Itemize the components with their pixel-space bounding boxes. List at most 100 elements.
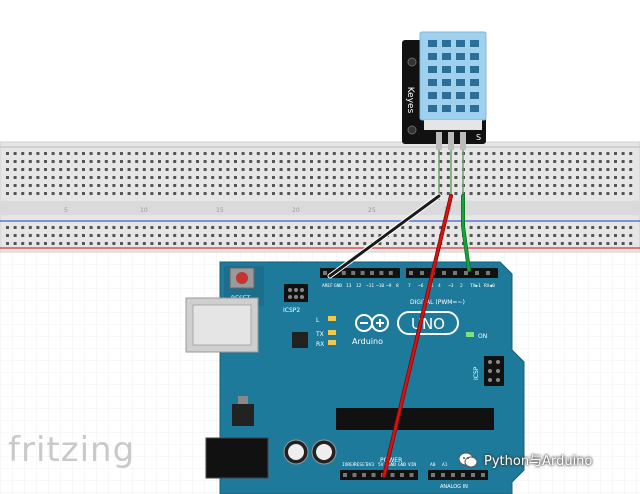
breadboard-hole <box>477 176 481 179</box>
breadboard-hole <box>279 234 283 237</box>
breadboard-hole <box>363 234 367 237</box>
breadboard-hole <box>82 192 85 195</box>
breadboard-hole <box>401 152 405 155</box>
breadboard-hole <box>44 226 47 229</box>
breadboard-hole <box>606 242 610 245</box>
breadboard-hole <box>226 192 230 195</box>
breadboard-hole <box>127 242 131 245</box>
breadboard-hole <box>401 226 405 229</box>
breadboard-hole <box>621 160 625 163</box>
breadboard-hole <box>36 226 40 229</box>
breadboard-hole <box>355 234 359 237</box>
breadboard-hole <box>560 168 564 171</box>
breadboard-hole <box>89 234 93 237</box>
breadboard-hole <box>173 226 177 229</box>
breadboard-hole <box>158 184 161 187</box>
breadboard-hole <box>13 242 17 245</box>
breadboard-hole <box>340 168 344 171</box>
breadboard-hole <box>294 226 298 229</box>
breadboard-hole <box>241 152 245 155</box>
breadboard-hole <box>507 192 511 195</box>
breadboard-hole <box>211 160 215 163</box>
breadboard-hole <box>484 234 488 237</box>
pin-label: 7 <box>408 283 411 289</box>
breadboard-hole <box>173 184 177 187</box>
breadboard-hole <box>21 226 25 229</box>
header-pin <box>409 473 414 477</box>
breadboard-hole <box>36 192 40 195</box>
breadboard-hole <box>401 176 405 179</box>
breadboard-hole <box>424 168 427 171</box>
breadboard-hole <box>188 234 192 237</box>
breadboard-hole <box>568 192 572 195</box>
breadboard-hole <box>127 192 131 195</box>
header-pin <box>351 271 356 275</box>
breadboard-hole <box>446 192 450 195</box>
breadboard-hole <box>591 192 595 195</box>
breadboard-hole <box>553 226 557 229</box>
breadboard-hole <box>234 152 237 155</box>
breadboard-hole <box>44 192 47 195</box>
on-led <box>466 332 474 337</box>
breadboard-hole <box>6 176 9 179</box>
breadboard-hole <box>370 226 374 229</box>
arduino-uno-board[interactable]: RESET ICSP2 AREF GND 13 12 ~11 ~10 ~9 8 … <box>185 261 525 494</box>
breadboard-hole <box>386 152 389 155</box>
breadboard-hole <box>112 168 116 171</box>
breadboard-hole <box>59 184 63 187</box>
breadboard-hole <box>484 160 488 163</box>
breadboard-hole <box>317 160 321 163</box>
breadboard-hole <box>507 168 511 171</box>
breadboard-hole <box>287 176 291 179</box>
breadboard-hole <box>408 242 412 245</box>
breadboard-hole <box>454 168 458 171</box>
bottom-pin-labels: IOREF RESET 3V3 5V GND GND VIN A0 A1 <box>342 462 448 468</box>
breadboard-hole <box>256 184 260 187</box>
breadboard-hole <box>272 242 275 245</box>
breadboard-hole <box>241 184 245 187</box>
breadboard-hole <box>89 160 93 163</box>
breadboard-hole <box>431 152 435 155</box>
grille-slot <box>428 53 437 60</box>
regulator <box>232 404 254 426</box>
pin-label: VIN <box>408 462 416 468</box>
breadboard-hole <box>150 168 154 171</box>
breadboard-hole <box>507 184 511 187</box>
breadboard-hole <box>370 152 374 155</box>
breadboard-hole <box>211 184 215 187</box>
breadboard-hole <box>203 160 207 163</box>
header-pin <box>441 473 445 477</box>
header-pin <box>362 473 366 477</box>
breadboard-hole <box>165 226 169 229</box>
breadboard-hole <box>591 242 595 245</box>
row-number: 5 <box>64 207 68 214</box>
wires[interactable] <box>327 193 471 478</box>
breadboard-hole <box>272 192 275 195</box>
breadboard-hole <box>386 192 389 195</box>
breadboard-hole <box>446 234 450 237</box>
breadboard-hole <box>196 184 199 187</box>
breadboard-hole <box>44 184 47 187</box>
breadboard-hole <box>538 168 541 171</box>
breadboard-hole <box>294 168 298 171</box>
breadboard-hole <box>256 160 260 163</box>
breadboard-hole <box>241 226 245 229</box>
icsp-header <box>484 356 504 386</box>
breadboard-hole <box>82 184 85 187</box>
breadboard-hole <box>446 226 450 229</box>
breadboard-hole <box>484 226 488 229</box>
analog-header <box>428 470 488 480</box>
header-pin <box>453 271 457 275</box>
breadboard-hole <box>598 184 602 187</box>
breadboard-hole <box>598 168 602 171</box>
breadboard-hole <box>340 192 344 195</box>
breadboard-hole <box>59 226 63 229</box>
breadboard-hole <box>500 152 503 155</box>
dht-sensor-module[interactable]: Keyes S <box>402 31 487 200</box>
breadboard-hole <box>598 226 602 229</box>
breadboard-hole <box>591 226 595 229</box>
breadboard-hole <box>386 176 389 179</box>
breadboard-hole <box>142 192 146 195</box>
breadboard-hole <box>13 192 17 195</box>
breadboard-hole <box>560 152 564 155</box>
